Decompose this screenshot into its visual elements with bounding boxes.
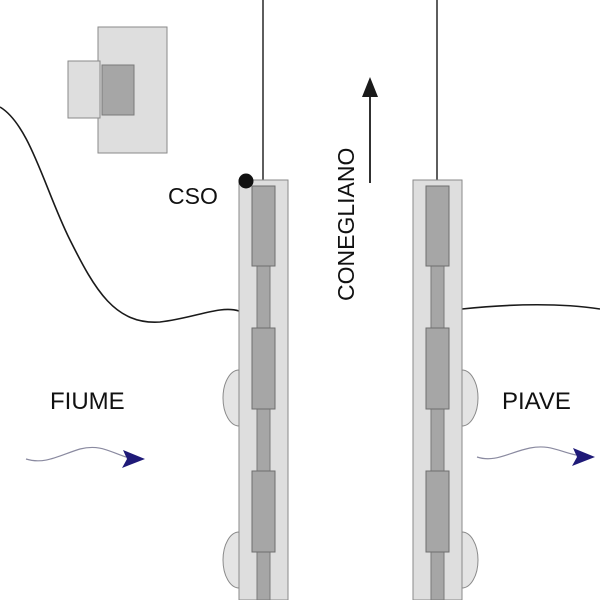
right-pier-bump-1	[461, 369, 479, 427]
flow-arrow-right-icon	[476, 446, 595, 466]
left-pier-block-3	[251, 470, 276, 553]
left-pier-block-1	[251, 185, 276, 267]
left-pier-bump-1	[222, 369, 240, 427]
cso-label: CSO	[168, 183, 218, 209]
right-pier-bump-2	[461, 531, 479, 589]
right-pier-block-3	[425, 470, 450, 553]
fiume-label: FIUME	[50, 388, 125, 415]
left-bank-line	[0, 106, 240, 323]
right-pier-block-1	[425, 185, 450, 267]
flow-arrow-left-icon	[25, 446, 145, 468]
arrow-up-icon	[362, 77, 378, 183]
right-pier-block-2	[425, 327, 450, 410]
conegliano-label: CONEGLIANO	[333, 148, 359, 301]
left-pier	[222, 179, 289, 600]
piave-label: PIAVE	[502, 388, 571, 415]
right-pier	[412, 179, 479, 600]
left-pier-bump-2	[222, 531, 240, 589]
cso-marker-dot	[238, 173, 254, 189]
building	[67, 26, 168, 154]
right-bank-line	[461, 304, 600, 310]
left-pier-block-2	[251, 327, 276, 410]
building-core	[101, 64, 135, 116]
building-annex	[67, 60, 101, 119]
